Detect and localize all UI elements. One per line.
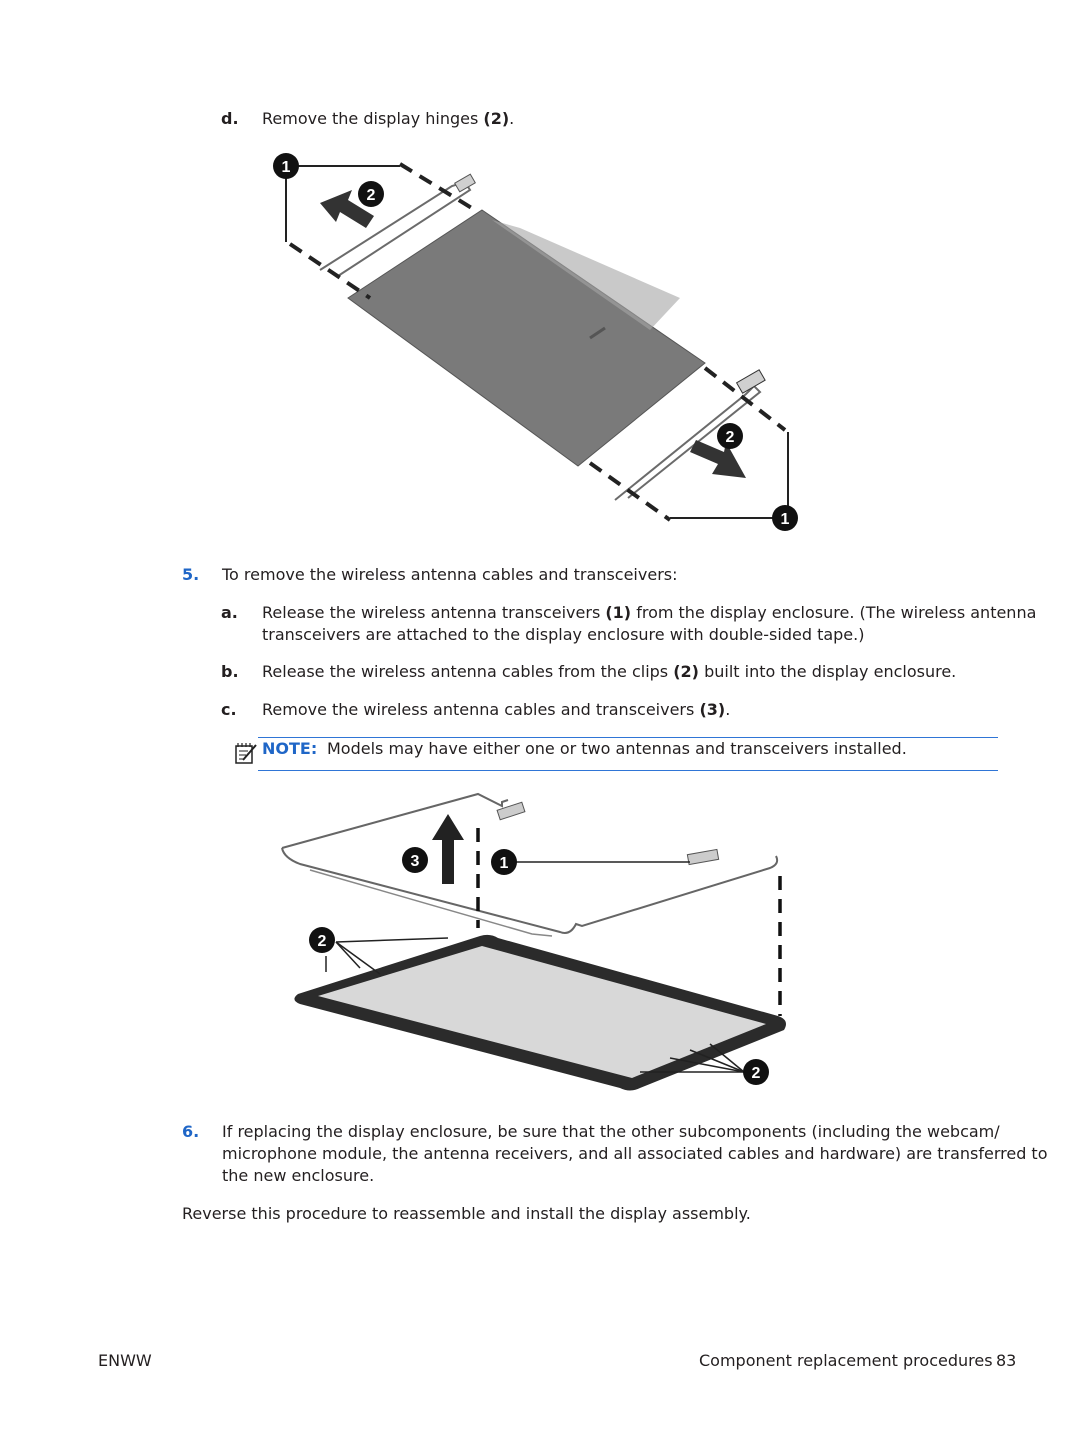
svg-text:1: 1 (781, 511, 790, 528)
svg-text:3: 3 (411, 853, 420, 870)
svg-text:1: 1 (282, 159, 291, 176)
step-d-text: Remove the display hinges (2). (262, 108, 514, 130)
arrow-down-right (690, 440, 746, 478)
step-5c-text: Remove the wireless antenna cables and t… (262, 699, 730, 721)
callout-2-right: 2 (743, 1059, 769, 1085)
note-icon (235, 743, 257, 764)
svg-text:1: 1 (500, 855, 509, 872)
display-panel (347, 209, 706, 467)
callout-1-top-left: 1 (273, 153, 299, 179)
step-d-body: Remove the display hinges (262, 109, 484, 128)
callout-2-left: 2 (309, 927, 335, 953)
note-bottom-rule (258, 770, 998, 771)
step-5a-line1-post: from the display enclosure. (The wireles… (631, 603, 1037, 622)
step-5b-pre: Release the wireless antenna cables from… (262, 662, 674, 681)
callout-1-bottom-right: 1 (772, 505, 798, 531)
step-5a-line2: transceivers are attached to the display… (262, 625, 865, 644)
transceiver-right (686, 848, 720, 866)
step-d-marker: d. (221, 109, 239, 128)
note-text: Models may have either one or two antenn… (327, 739, 907, 758)
callout-1: 1 (491, 849, 517, 875)
transceiver-top (496, 801, 526, 821)
panel-highlight (492, 220, 680, 330)
callout-3: 3 (402, 847, 428, 873)
step-5c-post: . (725, 700, 731, 719)
page-number: 83 (996, 1351, 1017, 1370)
figure-antenna-cables: 3 1 2 2 (281, 792, 786, 1091)
step-5a-line1: Release the wireless antenna transceiver… (262, 602, 1036, 624)
closing-paragraph: Reverse this procedure to reassemble and… (182, 1204, 751, 1223)
svg-text:2: 2 (318, 933, 327, 950)
arrow-up-left (320, 190, 374, 228)
svg-text:2: 2 (367, 187, 376, 204)
arrow-up (432, 814, 464, 884)
step-5c-pre: Remove the wireless antenna cables and t… (262, 700, 700, 719)
callout-2-bottom: 2 (717, 423, 743, 449)
step-d-end: . (509, 109, 515, 128)
step-5a-line1-pre: Release the wireless antenna transceiver… (262, 603, 606, 622)
antenna-cable (281, 792, 509, 849)
step-6-line1: If replacing the display enclosure, be s… (222, 1122, 1000, 1141)
step-5c-callout: (3) (699, 700, 726, 719)
step-5b-marker: b. (221, 662, 239, 681)
figure-display-hinges: 1 2 2 1 (273, 153, 798, 531)
step-5b-text: Release the wireless antenna cables from… (262, 661, 956, 683)
step-5a-callout: (1) (605, 603, 632, 622)
footer-section-title: Component replacement procedures (699, 1351, 993, 1370)
step-d-callout: (2) (483, 109, 510, 128)
step-5b-post: built into the display enclosure. (699, 662, 957, 681)
step-5-marker: 5. (182, 565, 200, 584)
note-label-text: NOTE: (262, 739, 318, 758)
callout-2-top: 2 (358, 181, 384, 207)
footer-left: ENWW (98, 1351, 152, 1370)
step-6-line3: the new enclosure. (222, 1166, 375, 1185)
note-top-rule (258, 737, 998, 738)
step-5-text: To remove the wireless antenna cables an… (222, 565, 678, 584)
step-6-marker: 6. (182, 1122, 200, 1141)
step-5c-marker: c. (221, 700, 237, 719)
step-5b-callout: (2) (673, 662, 699, 681)
svg-text:2: 2 (726, 429, 735, 446)
svg-text:2: 2 (752, 1065, 761, 1082)
note-label: NOTE: (262, 738, 317, 760)
step-5a-marker: a. (221, 603, 238, 622)
step-6-line2: microphone module, the antenna receivers… (222, 1144, 1048, 1163)
